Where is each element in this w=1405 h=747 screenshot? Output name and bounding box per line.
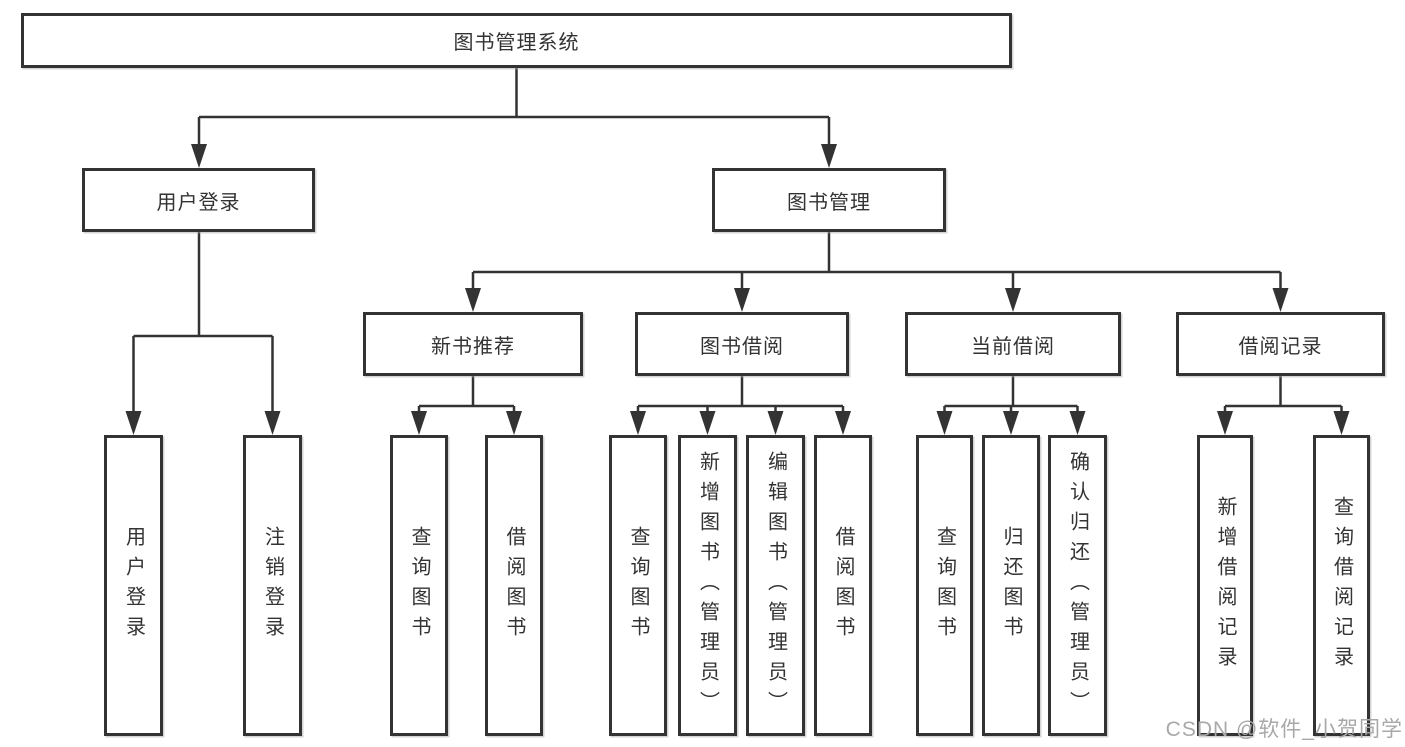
arrowheads <box>125 144 1350 435</box>
leaf-add-borrow-record-label: 新增借阅记录 <box>1214 495 1236 676</box>
node-current-borrowing-label: 当前借阅 <box>971 335 1055 358</box>
leaf-user-login: 用户登录 <box>104 435 163 736</box>
leaf-edit-books-admin: 编辑图书（管理员） <box>746 435 805 736</box>
node-borrowing-records-label: 借阅记录 <box>1238 335 1323 358</box>
watermark: CSDN @软件_小贺同学 <box>1165 718 1403 741</box>
leaf-edit-books-admin-label: 编辑图书（管理员） <box>764 450 787 721</box>
leaf-confirm-return-admin: 确认归还（管理员） <box>1048 435 1107 736</box>
leaf-query-books-recommend-label: 查询图书 <box>408 525 430 646</box>
node-book-borrowing-label: 图书借阅 <box>700 335 784 358</box>
leaf-add-books-admin: 新增图书（管理员） <box>678 435 737 736</box>
leaf-query-books-current-label: 查询图书 <box>933 525 956 646</box>
leaf-query-borrow-record: 查询借阅记录 <box>1313 435 1370 736</box>
leaf-return-books: 归还图书 <box>982 435 1040 736</box>
leaf-query-books-borrowing-label: 查询图书 <box>627 525 649 646</box>
leaf-query-borrow-record-label: 查询借阅记录 <box>1330 495 1353 676</box>
leaf-borrow-books-recommend-label: 借阅图书 <box>503 525 525 646</box>
leaf-borrow-books-recommend: 借阅图书 <box>485 435 543 736</box>
leaf-borrow-books-borrowing: 借阅图书 <box>814 435 872 736</box>
leaf-borrow-books-borrowing-label: 借阅图书 <box>832 525 854 646</box>
node-book-management-label: 图书管理 <box>787 191 871 214</box>
node-new-book-recommendation-label: 新书推荐 <box>431 335 515 358</box>
leaf-query-books-borrowing: 查询图书 <box>609 435 667 736</box>
leaf-confirm-return-admin-label: 确认归还（管理员） <box>1066 450 1089 721</box>
leaf-query-books-current: 查询图书 <box>916 435 973 736</box>
node-root-label: 图书管理系统 <box>453 32 580 54</box>
node-user-login-label: 用户登录 <box>156 191 241 214</box>
node-borrowing-records: 借阅记录 <box>1176 312 1385 376</box>
leaf-user-login-label: 用户登录 <box>122 525 145 646</box>
leaf-query-books-recommend: 查询图书 <box>390 435 448 736</box>
node-current-borrowing: 当前借阅 <box>905 312 1121 376</box>
node-new-book-recommendation: 新书推荐 <box>363 312 583 376</box>
node-user-login: 用户登录 <box>82 168 315 232</box>
leaf-return-books-label: 归还图书 <box>1000 525 1022 646</box>
node-book-borrowing: 图书借阅 <box>635 312 849 376</box>
leaf-add-borrow-record: 新增借阅记录 <box>1197 435 1253 736</box>
leaf-logout-label: 注销登录 <box>261 525 284 646</box>
leaf-logout: 注销登录 <box>243 435 302 736</box>
leaf-add-books-admin-label: 新增图书（管理员） <box>696 450 719 721</box>
connector-path <box>132 68 1343 431</box>
node-root: 图书管理系统 <box>21 13 1012 68</box>
node-book-management: 图书管理 <box>712 168 946 232</box>
